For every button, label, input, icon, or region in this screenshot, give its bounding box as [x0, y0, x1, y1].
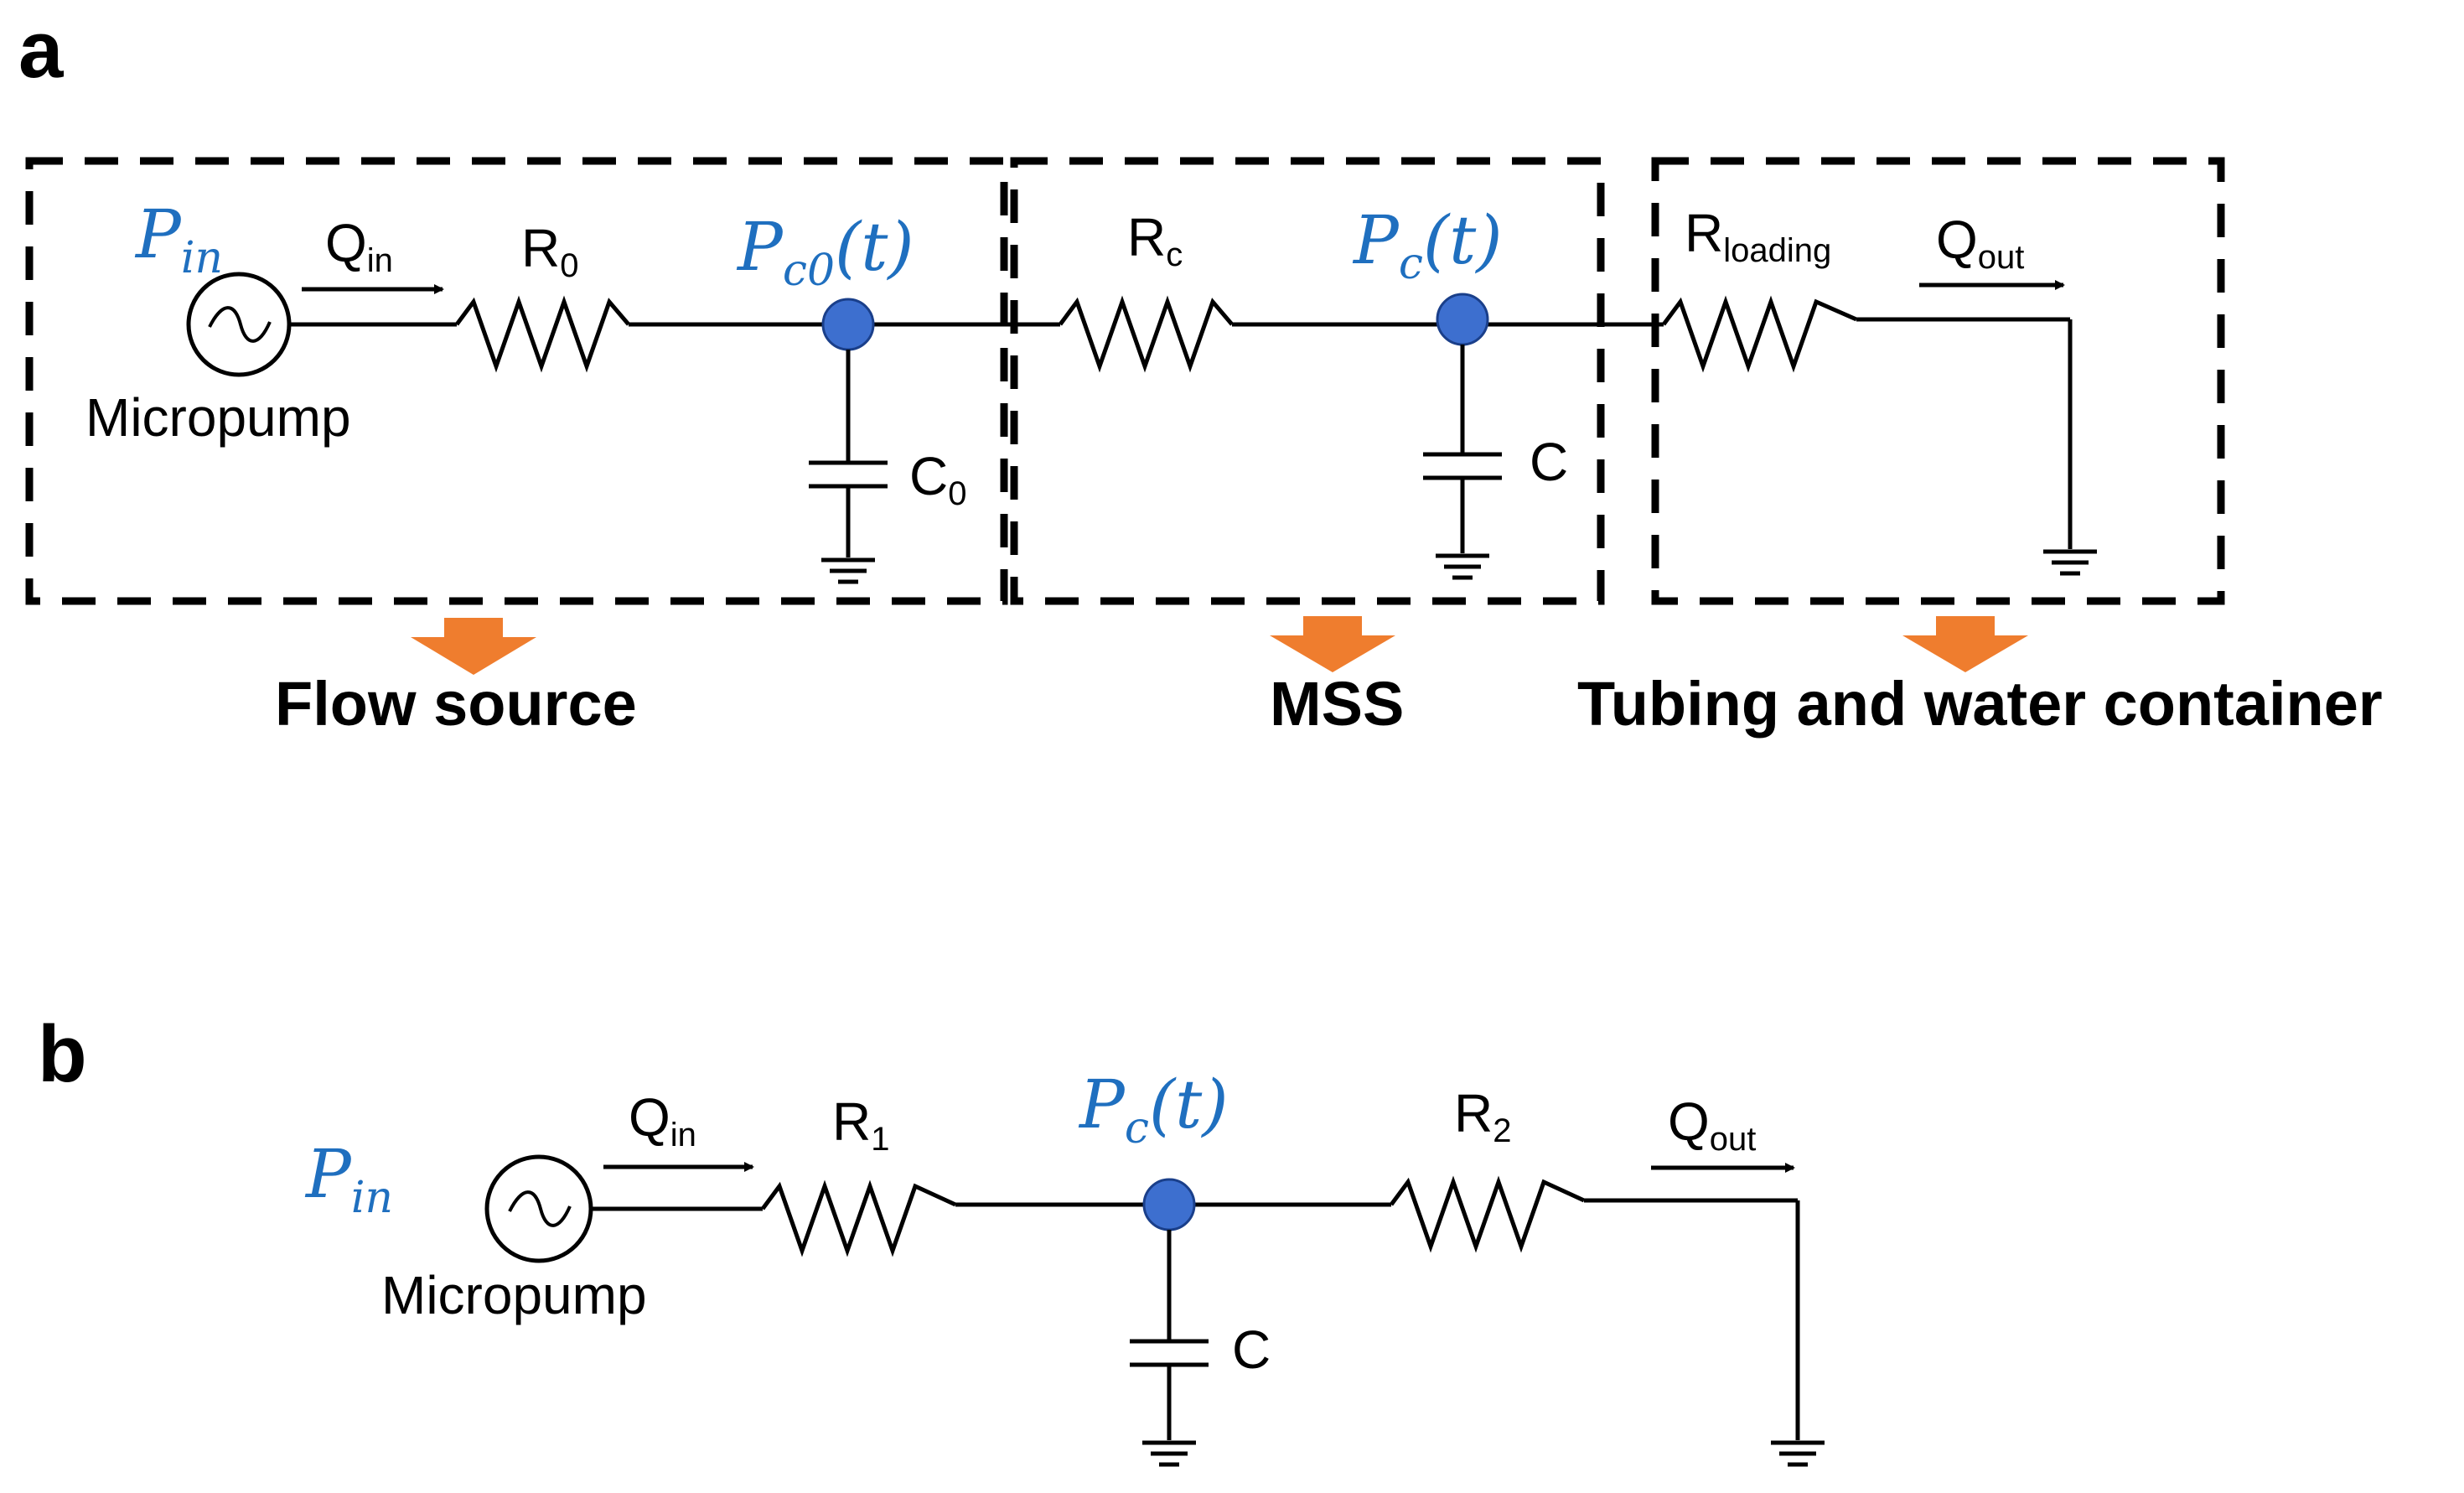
mss-box — [1010, 157, 1605, 605]
qin-label: Qin — [325, 213, 393, 279]
micropump-label: Micropump — [85, 387, 351, 448]
pin-label-b: Pin — [304, 1135, 393, 1223]
pc-label-b: Pc(t) — [1078, 1065, 1229, 1153]
ground-icon — [2043, 549, 2097, 576]
section-label-mss: MSS — [1270, 669, 1404, 739]
node-pc-b — [1142, 1178, 1196, 1231]
r1-label: R1 — [832, 1091, 889, 1158]
rloading-label: Rloading — [1685, 203, 1831, 269]
ground-icon — [821, 557, 875, 584]
rc-resistor — [1058, 295, 1234, 373]
node-pc — [1436, 293, 1489, 346]
section-label-flow-source: Flow source — [275, 669, 637, 739]
section-label-tubing: Tubing and water container — [1577, 669, 2383, 739]
qout-label: Qout — [1936, 210, 2024, 276]
qin-label-b: Qin — [629, 1087, 696, 1153]
panel-a-label: a — [18, 5, 64, 95]
pc0-label: Pc0(t) — [736, 208, 914, 296]
c-label-b: C — [1232, 1319, 1271, 1380]
flow-source-box — [25, 157, 1008, 605]
ground-icon — [1142, 1440, 1196, 1467]
micropump-source-icon — [186, 272, 292, 377]
tubing-arrow-icon — [1902, 616, 2028, 672]
qout-label-b: Qout — [1668, 1091, 1756, 1158]
micropump-source-icon — [484, 1154, 593, 1263]
pc-label: Pc(t) — [1352, 201, 1503, 289]
node-pc0 — [821, 298, 875, 351]
flow-source-arrow-icon — [411, 618, 536, 675]
ground-icon — [1436, 553, 1489, 580]
panel-b-label: b — [38, 1009, 87, 1099]
tubing-box — [1651, 157, 2225, 605]
r0-label: R0 — [521, 218, 578, 284]
r1-resistor — [760, 1179, 957, 1257]
c-label: C — [1530, 432, 1568, 492]
r2-resistor — [1389, 1175, 1586, 1253]
rc-label: Rc — [1127, 207, 1183, 273]
r0-resistor — [454, 295, 630, 373]
mss-arrow-icon — [1270, 616, 1395, 672]
pin-label: Pin — [134, 195, 223, 283]
ground-icon — [1771, 1440, 1825, 1467]
r2-label: R2 — [1454, 1083, 1511, 1149]
c0-label: C0 — [909, 446, 966, 512]
rloading-resistor — [1661, 295, 1858, 373]
micropump-label-b: Micropump — [381, 1265, 647, 1325]
